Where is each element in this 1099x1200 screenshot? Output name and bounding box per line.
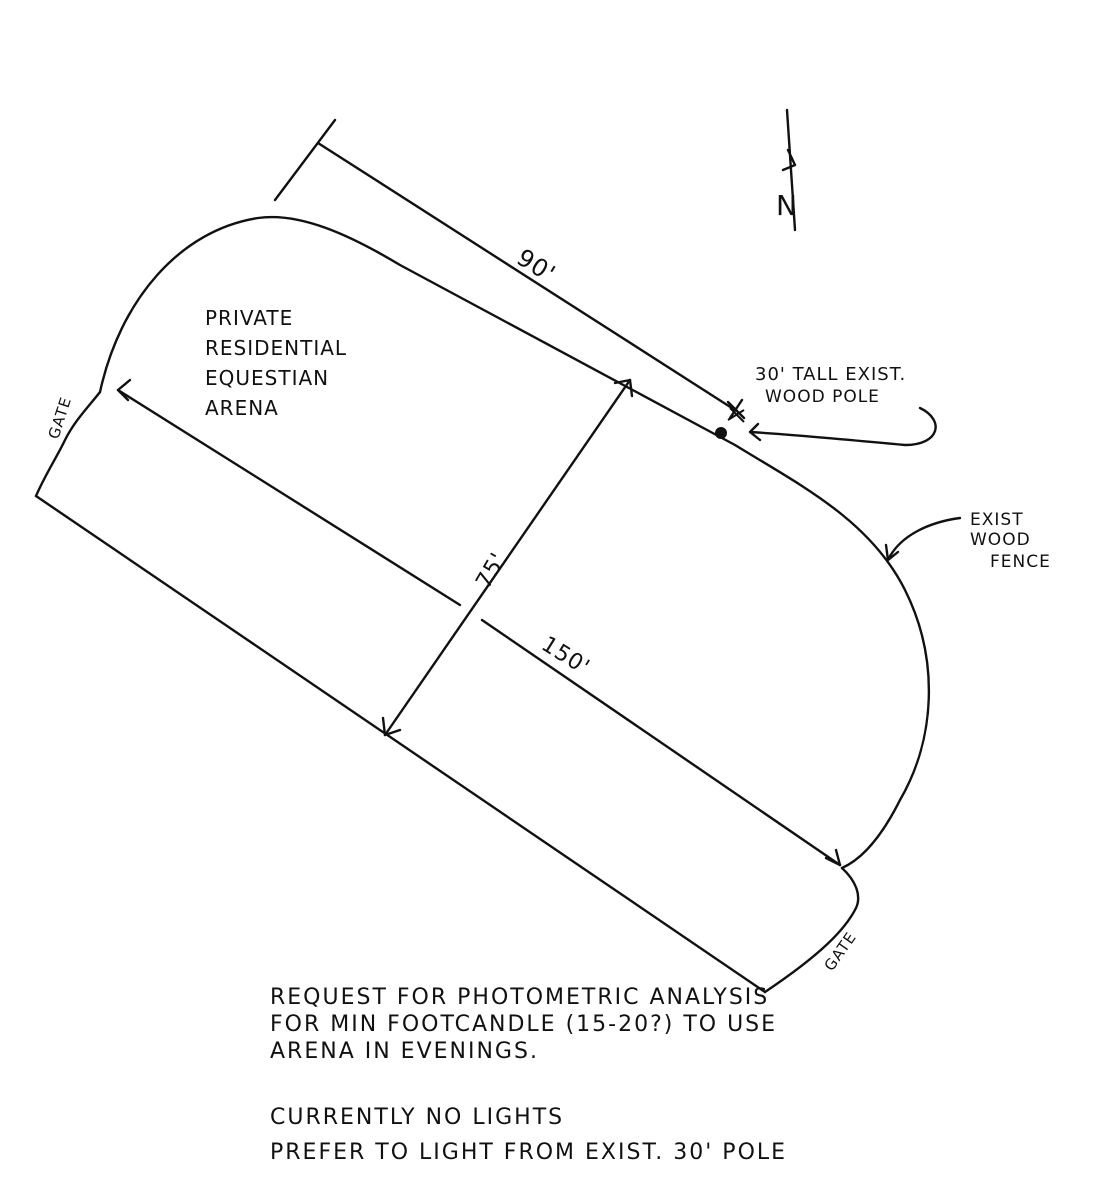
- pole-label-1: 30' TALL EXIST.: [755, 364, 906, 385]
- pole-label-2: WOOD POLE: [765, 387, 880, 407]
- arrow-bottom-75: [381, 716, 402, 737]
- right-gate-line: [763, 866, 860, 994]
- dimension-line-90: [273, 118, 746, 420]
- arena-label-2: RESIDENTIAL: [205, 336, 347, 360]
- bottom-boundary: [34, 494, 767, 994]
- fence-label-1: EXIST: [970, 510, 1024, 530]
- dimension-line-75: [383, 378, 632, 737]
- pole-leader-arrow: [748, 406, 937, 447]
- arena-fence-outline: [98, 215, 931, 870]
- left-gate-line: [34, 390, 102, 498]
- fence-label-2: WOOD: [970, 530, 1031, 550]
- note-line-5: PREFER TO LIGHT FROM EXIST. 30' POLE: [270, 1140, 788, 1165]
- dim-75-label: 75': [472, 548, 512, 593]
- arrow-top-75: [613, 378, 634, 398]
- dimension-line-150: [116, 388, 842, 867]
- north-arrow-icon: [781, 108, 797, 232]
- arena-label-4: ARENA: [205, 396, 279, 420]
- fence-leader-arrow: [884, 516, 962, 562]
- arena-label-1: PRIVATE: [205, 306, 293, 330]
- pole-tick: [727, 407, 745, 423]
- dim-150-label: 150': [537, 632, 594, 681]
- arena-label-3: EQUESTIAN: [205, 366, 329, 390]
- arrow-right-150: [824, 848, 842, 867]
- note-line-2: FOR MIN FOOTCANDLE (15-20?) TO USE: [270, 1012, 778, 1037]
- note-line-1: REQUEST FOR PHOTOMETRIC ANALYSIS: [270, 985, 770, 1010]
- note-line-4: CURRENTLY NO LIGHTS: [270, 1105, 565, 1130]
- wood-pole-marker: [715, 427, 727, 439]
- fence-label-3: FENCE: [990, 552, 1051, 572]
- dim-90-label: 90': [512, 243, 561, 288]
- note-line-3: ARENA IN EVENINGS.: [270, 1039, 539, 1064]
- arrow-left-150: [116, 378, 132, 402]
- gate-left-label: GATE: [45, 394, 76, 441]
- north-label: N: [776, 189, 798, 222]
- gate-right-label: GATE: [821, 928, 861, 974]
